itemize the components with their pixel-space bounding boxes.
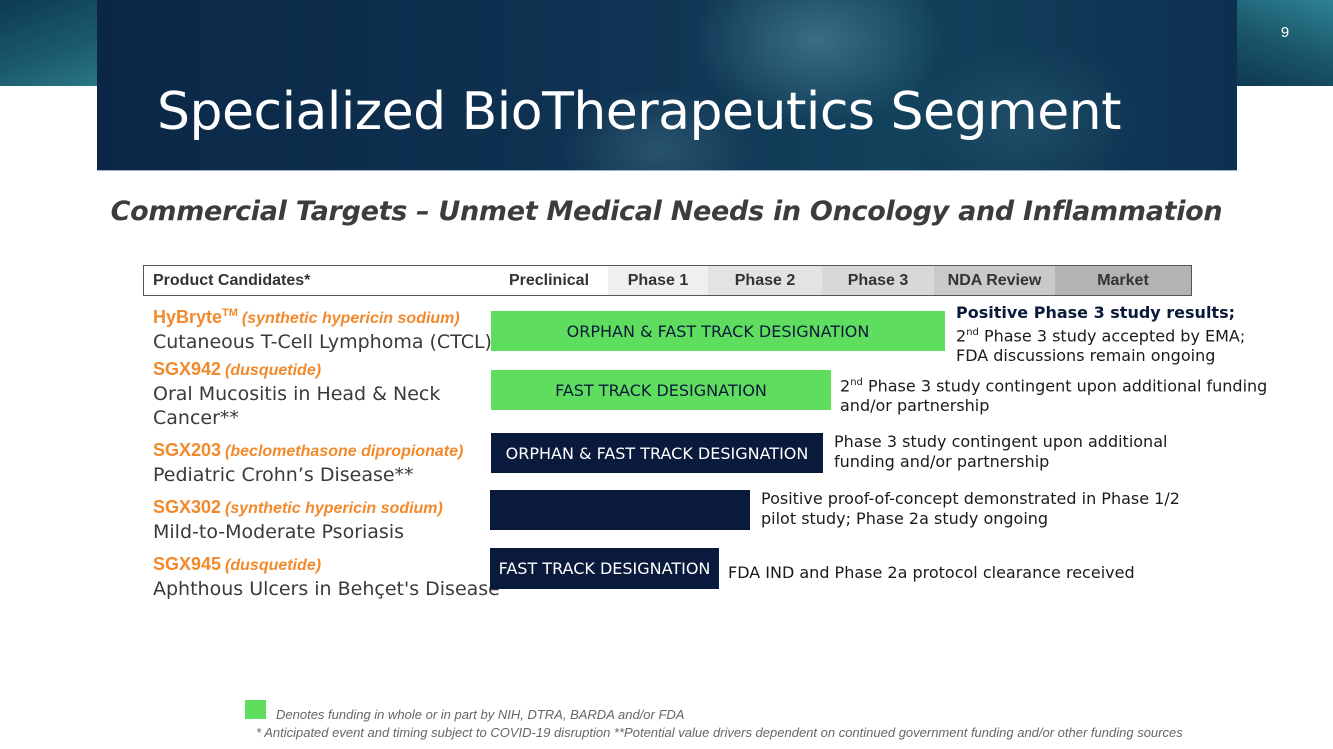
candidate-sgx945: SGX945(dusquetide) Aphthous Ulcers in Be…	[153, 553, 500, 601]
trademark-mark: TM	[222, 307, 238, 319]
candidate-sgx942: SGX942(dusquetide) Oral Mucositis in Hea…	[153, 358, 440, 430]
candidate-name-text: HyBryte	[153, 307, 223, 327]
status-note-ordinal-suffix: nd	[966, 327, 979, 338]
header-band-right	[1237, 0, 1333, 86]
candidate-indication: Cancer**	[153, 407, 239, 429]
status-note-ordinal: 2	[840, 376, 851, 396]
candidate-name-text: SGX945	[153, 554, 222, 574]
status-note-headline: Positive Phase 3 study results;	[956, 303, 1235, 322]
candidate-hybryte: HyBryteTM(synthetic hypericin sodium) Cu…	[153, 302, 492, 354]
pipeline-bar-sgx945: FAST TRACK DESIGNATION	[490, 548, 719, 589]
candidate-sgx203: SGX203(beclomethasone dipropionate) Pedi…	[153, 439, 463, 487]
candidate-generic: (dusquetide)	[225, 557, 322, 574]
candidate-indication: Oral Mucositis in Head & Neck	[153, 383, 441, 405]
status-note-ordinal-suffix: nd	[850, 377, 863, 388]
status-note-sgx945: FDA IND and Phase 2a protocol clearance …	[728, 563, 1135, 583]
pipeline-bar-sgx942: FAST TRACK DESIGNATION	[491, 370, 831, 410]
candidate-name: SGX203(beclomethasone dipropionate)	[153, 439, 463, 463]
candidate-indication: Pediatric Crohn’s Disease**	[153, 464, 414, 486]
slide-subtitle: Commercial Targets – Unmet Medical Needs…	[110, 196, 1223, 227]
candidate-name-text: SGX942	[153, 359, 222, 379]
candidate-name: SGX945(dusquetide)	[153, 553, 500, 577]
header-phase-2: Phase 2	[708, 266, 822, 295]
candidate-sgx302: SGX302(synthetic hypericin sodium) Mild-…	[153, 496, 443, 544]
candidate-generic: (synthetic hypericin sodium)	[241, 310, 460, 327]
candidate-name: HyBryteTM(synthetic hypericin sodium)	[153, 302, 492, 330]
pipeline-header-row: Product Candidates* Preclinical Phase 1 …	[143, 265, 1192, 296]
candidate-name-text: SGX203	[153, 440, 222, 460]
footnote: * Anticipated event and timing subject t…	[256, 725, 1183, 740]
status-note-line: 2nd Phase 3 study contingent upon additi…	[840, 373, 1267, 396]
status-note-sgx302: Positive proof-of-concept demonstrated i…	[761, 489, 1180, 529]
page-number: 9	[1280, 24, 1290, 41]
header-phase-1: Phase 1	[608, 266, 708, 295]
header-phase-3: Phase 3	[822, 266, 934, 295]
candidate-generic: (synthetic hypericin sodium)	[225, 500, 443, 517]
status-note-line: 2nd Phase 3 study accepted by EMA;	[956, 323, 1245, 346]
header-nda-review: NDA Review	[934, 266, 1055, 295]
status-note-line: FDA IND and Phase 2a protocol clearance …	[728, 563, 1135, 582]
status-note-sgx203: Phase 3 study contingent upon additional…	[834, 432, 1167, 472]
candidate-name-text: SGX302	[153, 497, 222, 517]
status-note-line: and/or partnership	[840, 396, 990, 416]
status-note-sgx942: 2nd Phase 3 study contingent upon additi…	[840, 373, 1267, 416]
status-note-line: funding and/or partnership	[834, 452, 1050, 471]
candidate-name: SGX942(dusquetide)	[153, 358, 440, 382]
status-note-line: Positive proof-of-concept demonstrated i…	[761, 489, 1180, 508]
legend-text: Denotes funding in whole or in part by N…	[276, 707, 685, 722]
candidate-name: SGX302(synthetic hypericin sodium)	[153, 496, 443, 520]
status-note-text: Phase 3 study contingent upon additional…	[862, 376, 1268, 396]
pipeline-bar-sgx203: ORPHAN & FAST TRACK DESIGNATION	[491, 433, 823, 473]
slide-title: Specialized BioTherapeutics Segment	[157, 82, 1122, 142]
status-note-hybryte: Positive Phase 3 study results; 2nd Phas…	[956, 303, 1245, 366]
candidate-indication: Cutaneous T-Cell Lymphoma (CTCL)	[153, 331, 492, 353]
candidate-indication: Aphthous Ulcers in Behçet's Disease	[153, 578, 500, 600]
status-note-line: FDA discussions remain ongoing	[956, 346, 1216, 366]
header-preclinical: Preclinical	[490, 266, 608, 295]
header-market: Market	[1055, 266, 1191, 295]
status-note-ordinal: 2	[956, 326, 967, 346]
status-note-line: pilot study; Phase 2a study ongoing	[761, 509, 1049, 528]
header-product-candidates: Product Candidates*	[144, 266, 490, 295]
candidate-generic: (dusquetide)	[225, 362, 322, 379]
legend-swatch	[245, 700, 266, 719]
candidate-generic: (beclomethasone dipropionate)	[225, 443, 464, 460]
pipeline-bar-sgx302	[490, 490, 750, 530]
status-note-line: Phase 3 study contingent upon additional	[834, 432, 1168, 451]
status-note-text: Phase 3 study accepted by EMA;	[978, 326, 1246, 346]
pipeline-bar-hybryte: ORPHAN & FAST TRACK DESIGNATION	[491, 311, 945, 351]
header-band-left	[0, 0, 97, 86]
candidate-indication: Mild-to-Moderate Psoriasis	[153, 521, 405, 543]
title-banner	[97, 0, 1237, 171]
